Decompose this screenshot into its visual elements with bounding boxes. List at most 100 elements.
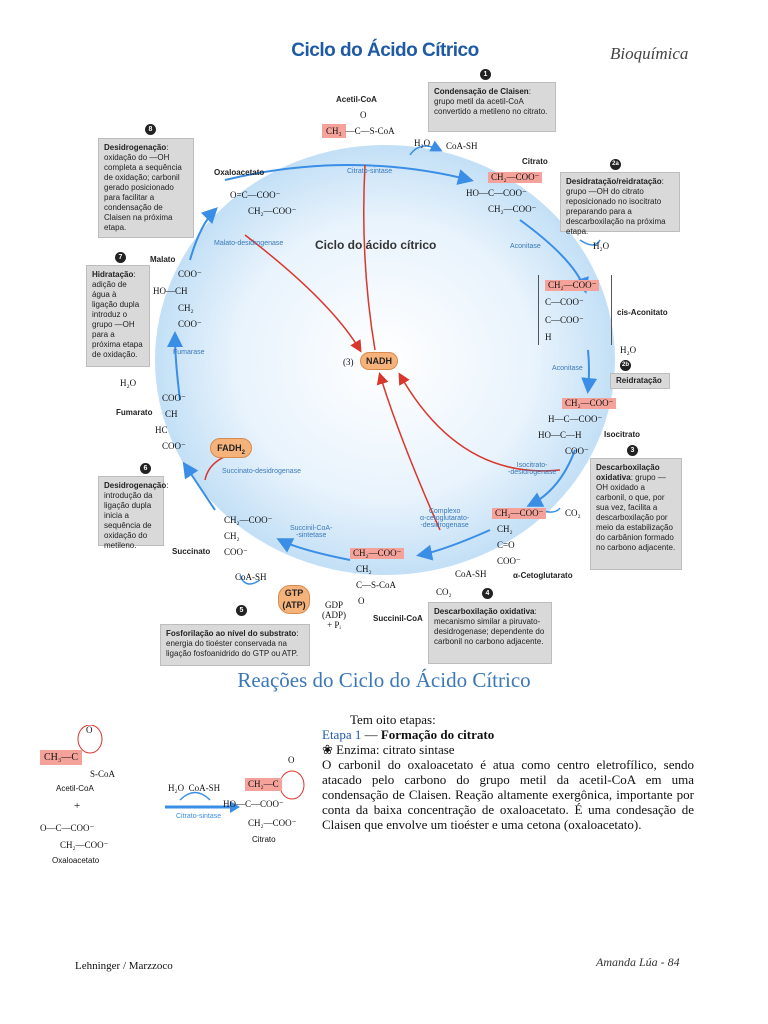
- rx-oxalo-name: Oxaloacetato: [52, 856, 100, 865]
- enzyme-aconitase-1: Aconitase: [510, 243, 541, 250]
- box-5-text: : energia do tioéster conservada na liga…: [166, 629, 299, 658]
- info-box-step-1: Condensação de Claisen: grupo metil da a…: [428, 82, 556, 132]
- box-7-title: Hidratação: [92, 270, 134, 279]
- info-box-step-7: Hidratação: adição de água à ligação dup…: [86, 265, 150, 367]
- step-3-badge: 3: [627, 445, 638, 456]
- fadh-subscript: 2: [241, 449, 245, 456]
- fumarato-l1: COO⁻: [162, 393, 186, 403]
- rx-citrato-l2: HO—C—COO⁻: [223, 799, 284, 809]
- cofactor-coash-2: CoA-SH: [455, 569, 487, 579]
- footer-signature: Amanda Lúa - 84: [596, 955, 680, 969]
- info-box-step-5: Fosforilação ao nível do substrato: ener…: [160, 624, 310, 666]
- rx-acetil-name: Acetil-CoA: [56, 784, 94, 793]
- nadh-label: NADH: [360, 352, 398, 370]
- cofactor-h2o-3: H₂O: [620, 345, 637, 355]
- step-5-badge: 5: [236, 605, 247, 616]
- cofactor-gdp: GDP (ADP) + Pᵢ: [322, 600, 346, 630]
- cofactor-curve: [179, 791, 211, 801]
- succinilcoa-name: Succinil-CoA: [373, 614, 423, 623]
- page-title: Ciclo do Ácido Cítrico: [291, 40, 479, 61]
- oxaloacetato-l2: CH₂—COO⁻: [248, 206, 297, 216]
- box-5-title: Fosforilação ao nível do substrato: [166, 629, 297, 638]
- box-2b-title: Reidratação: [616, 376, 662, 385]
- malato-l3: CH₂: [178, 303, 194, 313]
- box-3-text: : grupo —OH oxidado a carbonil, o que, p…: [596, 473, 676, 552]
- nadh-count: (3): [343, 357, 354, 367]
- info-box-step-2a: Desidratação/reidratação: grupo —OH do c…: [560, 172, 680, 236]
- isocitrato-l4: COO⁻: [565, 446, 589, 456]
- acetilcoa-name: Acetil-CoA: [336, 95, 377, 104]
- rx-cofactor: H₂O CoA-SH: [168, 783, 221, 793]
- intro-line: Tem oito etapas:: [350, 712, 436, 727]
- succinilcoa-l4: O: [358, 596, 365, 606]
- enzyme-citrato-sintase: Citrato-sintase: [347, 168, 393, 175]
- malato-name: Malato: [150, 255, 176, 264]
- enzyme-malato-desidrogenase: Malato-desidrogenase: [214, 240, 284, 247]
- acetilcoa-o: O: [360, 110, 367, 120]
- malato-l2: HO—CH: [153, 286, 188, 296]
- isocitrato-l2: H—C—COO⁻: [548, 414, 603, 424]
- rx-citrato-l1: CH₂—C: [245, 778, 282, 791]
- box-1-title: Condensação de Claisen: [434, 87, 529, 96]
- succinato-l2: CH₂: [224, 531, 240, 541]
- citrato-l1: CH₂—COO⁻: [488, 172, 543, 183]
- box-1-text: : grupo metil da acetil-CoA convertido a…: [434, 87, 548, 116]
- cisaconitato-name: cis-Aconitato: [617, 308, 668, 317]
- rx-acetil-ch3: CH₃—C: [40, 750, 83, 765]
- acetilcoa-formula: CH₃—C—S-CoA: [322, 124, 395, 138]
- rx-plus: +: [74, 800, 81, 812]
- info-box-step-8: Desidrogenação: oxidação do —OH completa…: [98, 138, 194, 238]
- fadh2-label: FADH2: [210, 438, 252, 458]
- info-box-step-6: Desidrogenação: introdução da ligação du…: [98, 476, 168, 550]
- step-6-badge: 6: [140, 463, 151, 474]
- succinato-l1: CH₂—COO⁻: [224, 515, 273, 525]
- cetoglutarato-l1: CH₂—COO⁻: [492, 508, 547, 519]
- info-box-step-2b: Reidratação: [610, 373, 670, 389]
- citrato-l3: CH₂—COO⁻: [488, 204, 537, 214]
- citric-acid-cycle-diagram: Ciclo do ácido cítrico (3) NADH FADH2 Ac…: [0, 60, 768, 670]
- subject-label: Bioquímica: [610, 44, 689, 63]
- section-title: Reações do Ciclo do Ácido Cítrico: [237, 668, 531, 692]
- malato-l4: COO⁻: [178, 319, 202, 329]
- succinilcoa-l3: C—S-CoA: [356, 580, 397, 590]
- step-1-badge: 1: [480, 69, 491, 80]
- cofactor-h2o-1: H₂O: [414, 138, 431, 148]
- box-4-title: Descarboxilação oxidativa: [434, 607, 535, 616]
- box-7-text: : adição de água à ligação dupla introdu…: [92, 270, 143, 359]
- acetil-highlight-circle: [77, 725, 103, 754]
- enzyme-succinil-sintetase: Succinil-CoA- -sintetase: [290, 525, 333, 539]
- rx-citrato-l3: CH₂—COO⁻: [248, 818, 297, 828]
- cetoglutarato-l3: C=O: [497, 540, 515, 550]
- enzyme-aconitase-2: Aconitase: [552, 365, 583, 372]
- info-box-step-4: Descarboxilação oxidativa: mecanismo sim…: [428, 602, 552, 664]
- step-4-badge: 4: [482, 588, 493, 599]
- succinilcoa-l2: CH₂: [356, 564, 372, 574]
- box-8-title: Desidrogenação: [104, 143, 167, 152]
- box-4-text: : mecanismo similar a piruvato-desidroge…: [434, 607, 545, 646]
- box-3-title: Descarboxilação oxidativa: [596, 463, 660, 482]
- cisaconitato-l1: CH₂—COO⁻: [545, 280, 600, 291]
- cisaconitato-l3: C—COO⁻: [545, 315, 584, 325]
- step-title: Formação do citrato: [380, 727, 495, 742]
- reaction-scheme: O CH₃—C S-CoA Acetil-CoA + O—C—COO⁻ CH₂—…: [30, 725, 320, 875]
- step-2a-badge: 2a: [610, 159, 621, 170]
- acetilcoa-ch3: CH₃: [322, 124, 346, 138]
- cofactor-h2o-4: H₂O: [120, 378, 137, 388]
- acetilcoa-rest: —C—S-CoA: [345, 126, 395, 136]
- cofactor-coash-1: CoA-SH: [446, 141, 478, 151]
- step-dash: —: [361, 727, 381, 742]
- cetoglutarato-name: α-Cetoglutarato: [513, 571, 573, 580]
- cofactor-h2o-2: H₂O: [593, 241, 610, 251]
- enzyme-succinato-desidrogenase: Succinato-desidrogenase: [222, 468, 301, 475]
- cetoglutarato-l2: CH₂: [497, 524, 513, 534]
- box-6-title: Desidrogenação: [104, 481, 167, 490]
- cisaconitato-bracket: [538, 275, 612, 345]
- step-2b-badge: 2b: [620, 360, 631, 371]
- succinato-l3: COO⁻: [224, 547, 248, 557]
- step-7-badge: 7: [115, 252, 126, 263]
- rx-oxalo-l1: O—C—COO⁻: [40, 823, 95, 833]
- citrato-name: Citrato: [522, 157, 548, 166]
- footer-source: Lehninger / Marzzoco: [75, 960, 173, 972]
- citrato-highlight-circle: [279, 770, 305, 800]
- box-2a-title: Desidratação/reidratação: [566, 177, 662, 186]
